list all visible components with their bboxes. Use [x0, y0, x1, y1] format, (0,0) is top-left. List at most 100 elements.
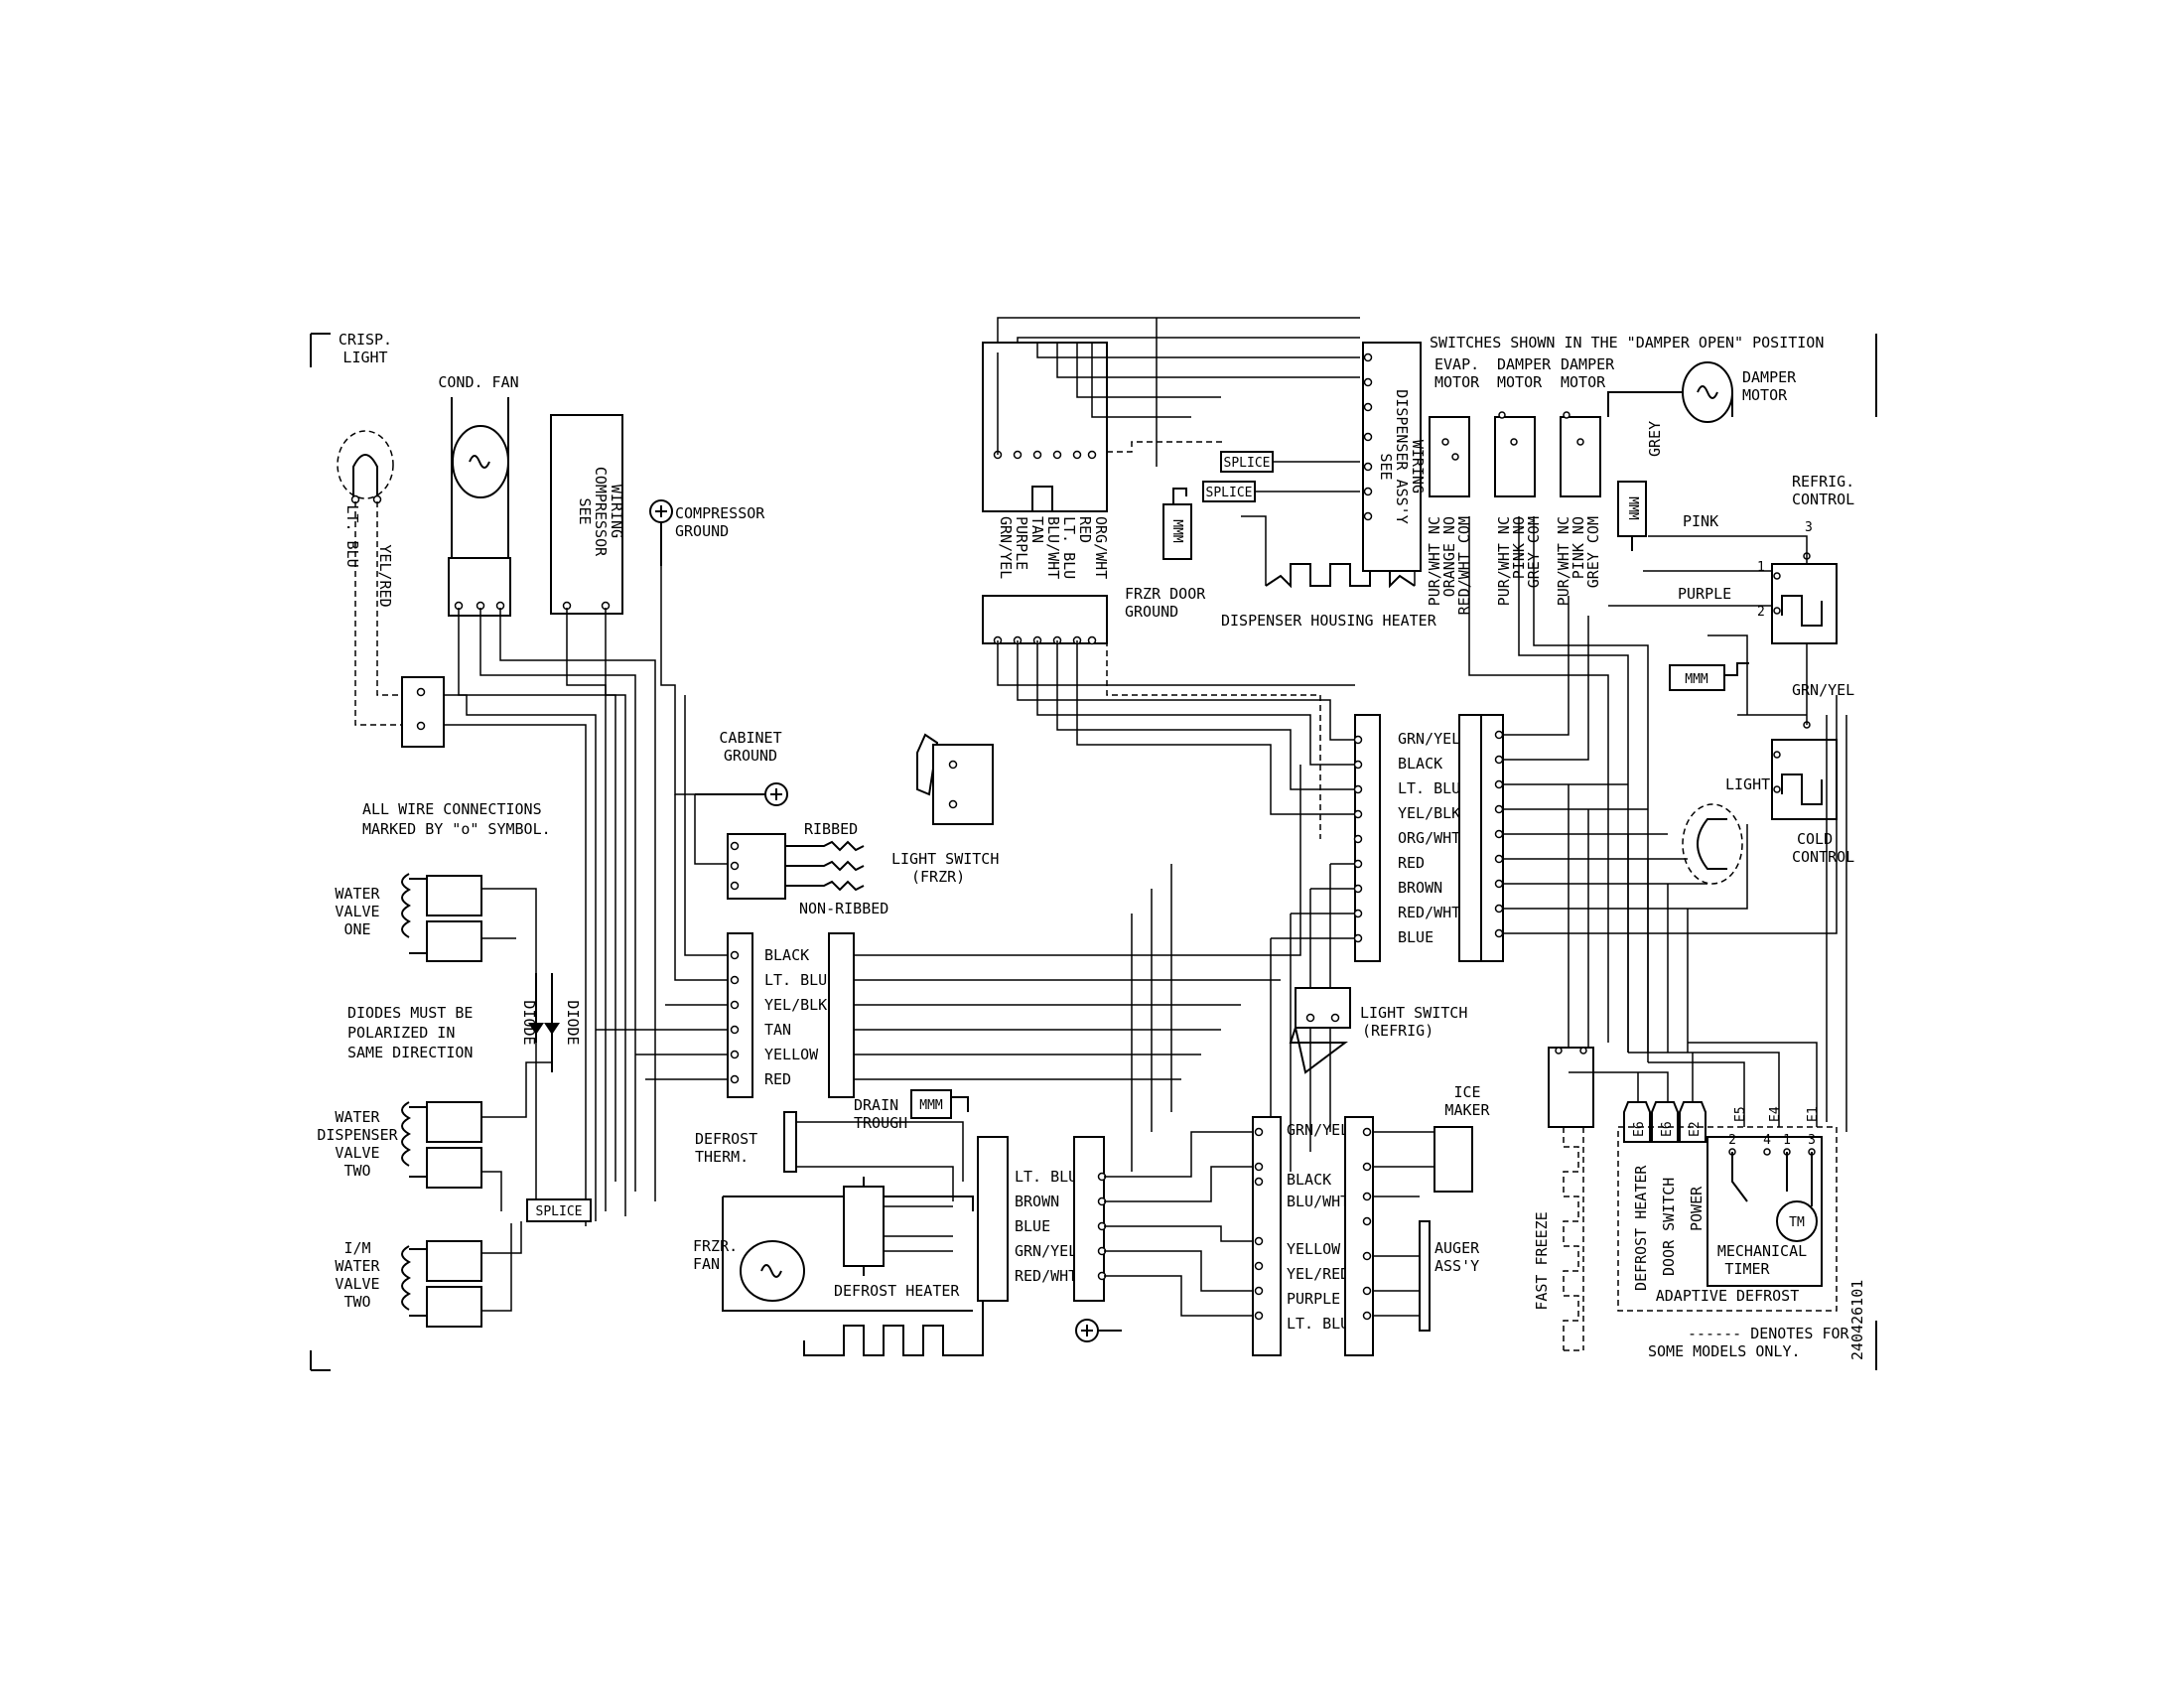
mid-block-wire-7: BROWN [1398, 879, 1442, 897]
adaptive-defrost-label: ADAPTIVE DEFROST [1656, 1287, 1800, 1305]
water-dispenser-label-1: WATER [335, 1108, 380, 1126]
top-block-wire-3: TAN [1028, 516, 1046, 543]
dispenser-housing-heater-label: DISPENSER HOUSING HEATER [1221, 612, 1437, 630]
damper-wire-1-b: ORANGE NO [1440, 516, 1458, 597]
ice-block-wire-3: BLU/WHT [1287, 1193, 1349, 1210]
damper-wire-labels-3: PUR/WHT NC PINK NO GREY COM [1555, 516, 1602, 606]
damper-wire-3-b: PINK NO [1570, 516, 1587, 579]
damper-wire-3-a: PUR/WHT NC [1555, 516, 1572, 606]
timer-term-e4: E4 [1768, 1106, 1783, 1122]
mid-block-wire-5: ORG/WHT [1398, 829, 1460, 847]
all-wire-note-2: MARKED BY "o" SYMBOL. [362, 820, 551, 838]
water-valve-one: WATER VALVE ONE [335, 873, 482, 962]
all-wire-note-1: ALL WIRE CONNECTIONS [362, 800, 542, 818]
timer-num-2: 2 [1728, 1133, 1736, 1148]
auger-assy: AUGER ASS'Y [1373, 1196, 1480, 1332]
compressor-wiring-box: SEE COMPRESSOR WIRING [550, 414, 625, 615]
mid-block-wire-9: BLUE [1398, 928, 1433, 946]
mmm-damper-label: MMM [1625, 496, 1640, 520]
fan-block-wire-3: BLUE [1015, 1217, 1050, 1235]
purple-wire-label: PURPLE [1678, 585, 1731, 603]
cond-fan-label: COND. FAN [438, 373, 518, 391]
splice-top-2-label: SPLICE [1206, 486, 1253, 500]
refrig-terminal-1: 1 [1757, 560, 1765, 575]
see-dispenser-wiring-2: DISPENSER ASS'Y [1393, 389, 1411, 523]
left-block-wire-6: RED [764, 1070, 791, 1088]
grey-wire-label: GREY [1646, 421, 1664, 457]
ribbed-connector: RIBBED NON-RIBBED [727, 820, 888, 917]
diodes-note-3: SAME DIRECTION [347, 1044, 473, 1061]
water-dispenser-valve-two: WATER DISPENSER VALVE TWO [317, 1101, 482, 1189]
timer-num-4: 4 [1763, 1133, 1771, 1148]
light-switch-frzr-label-2: (FRZR) [911, 868, 965, 886]
mechanical-timer-label-2: TIMER [1724, 1260, 1770, 1278]
im-water-valve-label-2: WATER [335, 1257, 380, 1275]
top-block-wire-6: RED [1076, 516, 1094, 543]
crisp-light-label-1: CRISP. [339, 331, 392, 349]
diodes-note-1: DIODES MUST BE [347, 1004, 473, 1022]
water-valve-one-label-1: WATER [335, 885, 380, 903]
timer-wire-defrost-heater: DEFROST HEATER [1632, 1165, 1650, 1291]
left-block-wire-1: BLACK [764, 946, 809, 964]
dispenser-assy-wiring-box: SEE DISPENSER ASS'Y WIRING [1362, 342, 1427, 572]
timer-connectors: E6 E6 E2 E5 E4 E1 [1623, 1101, 1821, 1143]
damper-wire-1-a: PUR/WHT NC [1426, 516, 1443, 606]
cabinet-ground: CABINET GROUND [695, 729, 788, 806]
damper-motor-1-label-1: DAMPER [1497, 355, 1552, 373]
damper-motor-2-label-1: DAMPER [1561, 355, 1615, 373]
light-switch-frzr-label-1: LIGHT SWITCH [891, 850, 999, 868]
top-block-wire-5: LT. BLU [1060, 516, 1078, 579]
timer-wire-power: POWER [1688, 1186, 1706, 1231]
im-water-valve-two: I/M WATER VALVE TWO [335, 1239, 482, 1328]
diode-label-2: DIODE [564, 1000, 582, 1045]
fan-block-wire-1: LT. BLU [1015, 1168, 1077, 1186]
diode-2: DIODE [544, 973, 582, 1072]
right-harness-block [1458, 714, 1504, 962]
top-terminal-block-upper [982, 342, 1108, 512]
damper-wire-2-a: PUR/WHT NC [1495, 516, 1513, 606]
damper-motor-right-label-1: DAMPER [1742, 368, 1797, 386]
refrig-terminal-2: 2 [1757, 605, 1765, 620]
fast-freeze-switch: FAST FREEZE [1533, 1047, 1594, 1351]
refrig-control: REFRIG. CONTROL 1 2 3 [1757, 473, 1854, 644]
fan-block-wire-5: RED/WHT [1015, 1267, 1077, 1285]
damper-note: SWITCHES SHOWN IN THE "DAMPER OPEN" POSI… [1430, 334, 1824, 352]
crisp-light-label-2: LIGHT [342, 349, 387, 366]
wire-label-lt-blu: LT. BLU [343, 504, 361, 567]
mid-block-wire-6: RED [1398, 854, 1425, 872]
cold-control-label-2: CONTROL [1792, 848, 1854, 866]
ice-block-wire-2: BLACK [1287, 1171, 1331, 1189]
timer-num-3: 3 [1808, 1133, 1816, 1148]
mmm-frzr-door: MMM [1169, 519, 1184, 543]
ice-maker-label-2: MAKER [1444, 1101, 1490, 1119]
timer-num-1: 1 [1783, 1133, 1791, 1148]
ribbed-label: RIBBED [804, 820, 858, 838]
damper-wire-3-c: GREY COM [1584, 516, 1602, 588]
timer-wire-door-switch: DOOR SWITCH [1660, 1178, 1678, 1276]
top-terminal-block-lower [982, 595, 1108, 645]
water-dispenser-label-4: TWO [343, 1162, 370, 1180]
evap-motor: EVAP. MOTOR [1429, 355, 1480, 497]
timer-term-e1: E1 [1806, 1106, 1821, 1122]
im-water-valve-label-4: TWO [343, 1293, 370, 1311]
light-switch-refrig-label-2: (REFRIG) [1362, 1022, 1433, 1040]
see-dispenser-wiring-3: WIRING [1409, 440, 1427, 493]
mmm-drain: MMM [919, 1098, 943, 1113]
ice-maker-label-1: ICE [1453, 1083, 1480, 1101]
ice-maker: ICE MAKER [1373, 1083, 1491, 1193]
damper-motor-right-label-2: MOTOR [1742, 386, 1788, 404]
ice-block-wire-5: YEL/RED [1287, 1265, 1349, 1283]
defrost-therm-label-2: THERM. [695, 1148, 749, 1166]
part-number: 240426101 [1848, 1280, 1866, 1360]
ice-block-wire-7: LT. BLU [1287, 1315, 1349, 1333]
see-dispenser-wiring-1: SEE [1377, 453, 1395, 480]
mid-block-wire-1: GRN/YEL [1398, 730, 1460, 748]
left-block-wire-2: LT. BLU [764, 971, 827, 989]
water-valve-one-label-3: ONE [343, 920, 370, 938]
damper-wire-labels-1: PUR/WHT NC ORANGE NO RED/WHT COM [1426, 516, 1473, 615]
drain-trough: DRAIN TROUGH MMM [854, 1089, 969, 1132]
auger-assy-label-2: ASS'Y [1434, 1257, 1479, 1275]
left-terminal-block: BLACK LT. BLU YEL/BLK TAN YELLOW RED [727, 932, 855, 1098]
diode-label-1: DIODE [520, 1000, 538, 1045]
